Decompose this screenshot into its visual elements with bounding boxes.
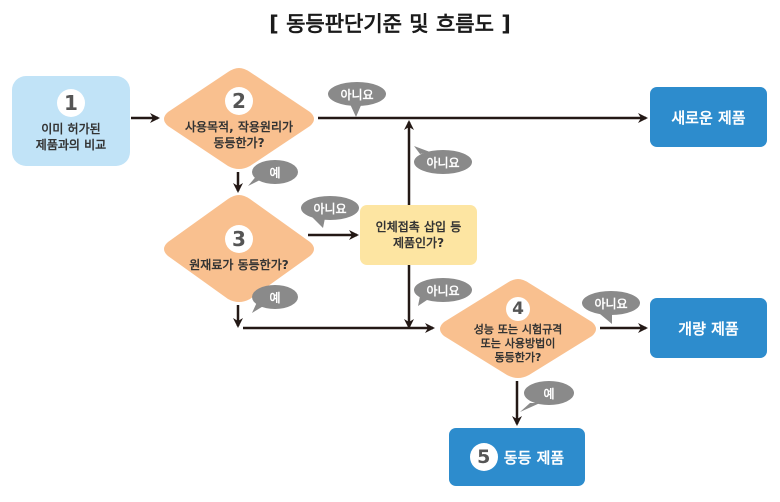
label-yes-bubble: 예	[252, 160, 298, 184]
label-yes-bubble: 예	[524, 381, 574, 405]
label-no-bubble: 아니요	[328, 82, 386, 106]
step-4-text-line1: 성능 또는 시험규격	[473, 323, 563, 336]
step-2-text-line1: 사용목적, 작용원리가	[184, 120, 294, 134]
result-new-product: 새로운 제품	[650, 87, 767, 147]
step-4-text-line3: 동등한가?	[494, 351, 542, 364]
step-number-3: 3	[225, 225, 253, 253]
step-1-text-line1: 이미 허가된	[41, 122, 101, 136]
result-modified-product: 개량 제품	[650, 298, 767, 358]
result-equivalent-product: 5 동등 제품	[449, 428, 585, 486]
label-no-bubble: 아니요	[414, 278, 472, 302]
body-contact-decision: 인체접촉 삽입 등 제품인가?	[360, 205, 477, 265]
step-3-text-line1: 원재료가 동등한가?	[189, 258, 289, 272]
body-contact-text-line1: 인체접촉 삽입 등	[375, 220, 462, 234]
step-1-text-line2: 제품과의 비교	[35, 138, 107, 152]
step-number-1: 1	[57, 89, 85, 117]
bubble-tail	[350, 103, 362, 117]
step-2-text-line2: 동등한가?	[213, 136, 265, 150]
label-yes-bubble: 예	[252, 285, 298, 309]
step-4-decision: 4 성능 또는 시험규격 또는 사용방법이 동등한가?	[436, 277, 600, 381]
step-3-decision: 3 원재료가 동등한가?	[160, 193, 318, 305]
label-no-bubble: 아니요	[301, 196, 359, 220]
step-number-4: 4	[506, 297, 530, 321]
new-product-label: 새로운 제품	[671, 108, 746, 127]
bubble-tail	[520, 403, 540, 412]
diagram-title: [ 동등판단기준 및 흐름도 ]	[269, 12, 511, 36]
step-number-5: 5	[469, 443, 498, 471]
step-1-compare-approved: 1 이미 허가된 제품과의 비교	[12, 76, 130, 166]
step-number-2: 2	[225, 87, 253, 115]
equivalent-product-label: 동등 제품	[503, 448, 565, 467]
modified-product-label: 개량 제품	[678, 319, 739, 338]
bubble-tail	[600, 312, 612, 324]
step-4-text-line2: 또는 사용방법이	[480, 337, 556, 350]
step-2-decision: 2 사용목적, 작용원리가 동등한가?	[160, 66, 318, 172]
label-no-bubble: 아니요	[582, 291, 640, 315]
body-contact-text-line2: 제품인가?	[392, 236, 445, 250]
label-no-bubble: 아니요	[414, 150, 472, 174]
